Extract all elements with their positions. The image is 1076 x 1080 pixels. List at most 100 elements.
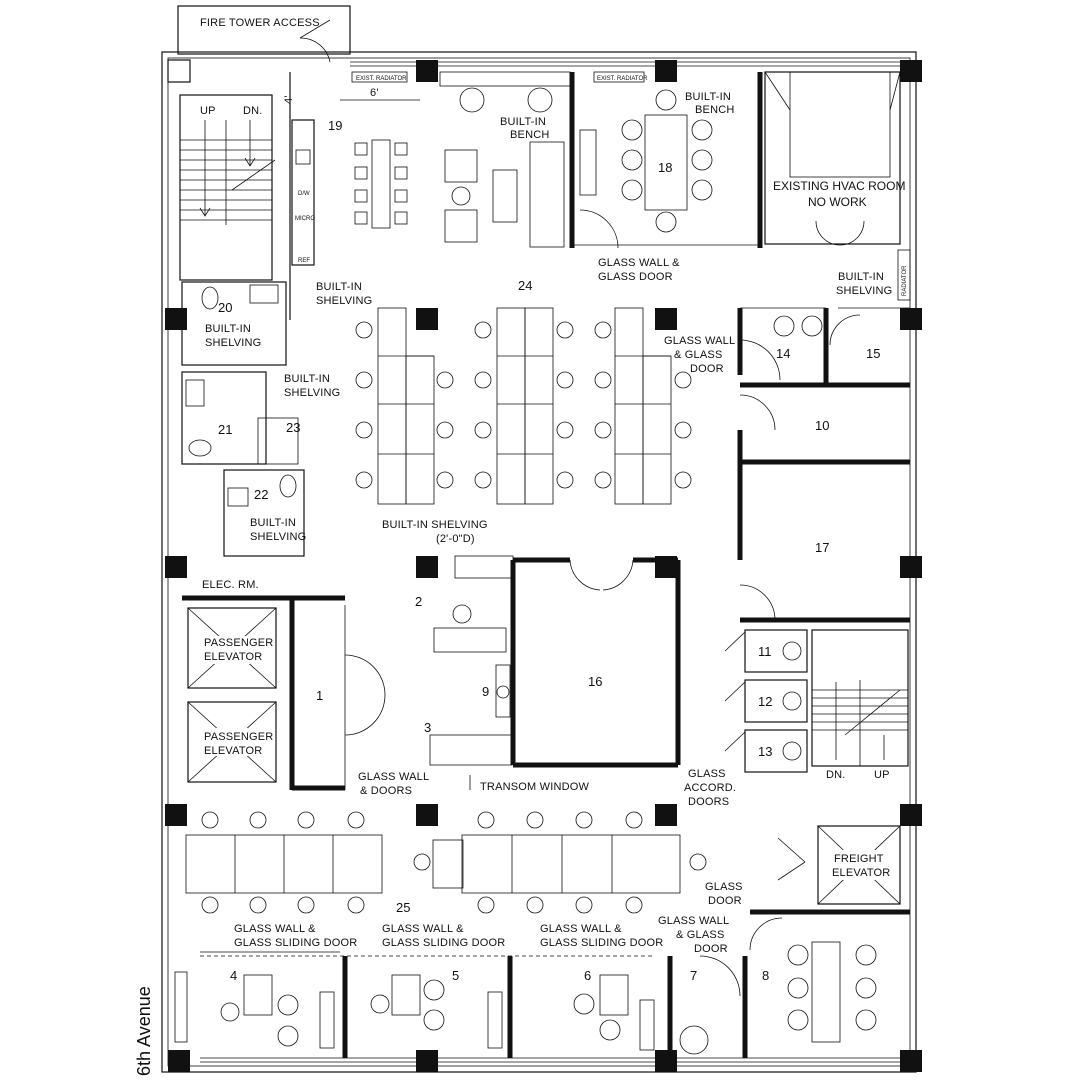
kitchen-area: D/W MICRO REF 4' 6' 19 BUILT-IN BENCH EX… (283, 71, 571, 320)
shelving-20-a: BUILT-IN (205, 323, 251, 335)
accord-label-c: DOORS (688, 796, 729, 808)
sliding-4-b: GLASS SLIDING DOOR (234, 937, 357, 949)
elec-room-label: ELEC. RM. (202, 579, 259, 591)
sliding-5-a: GLASS WALL & (382, 923, 464, 935)
center-block: 2 BUILT-IN SHELVING (2'-0"D) 9 16 3 TRAN… (382, 519, 681, 793)
glass-wall-1-a: GLASS WALL (358, 771, 429, 783)
glass-wall-7-c: DOOR (694, 943, 728, 955)
dishwasher-label: D/W (298, 191, 310, 197)
reception-1: 1 GLASS WALL & DOORS (289, 598, 429, 797)
shelving-right-a: BUILT-IN (838, 271, 884, 283)
fire-tower-label: FIRE TOWER ACCESS (200, 17, 320, 29)
shelving-21-b: SHELVING (284, 387, 340, 399)
room-14-label: 14 (776, 346, 790, 361)
street-label: 6th Avenue (134, 986, 154, 1076)
room-16-label: 16 (588, 674, 602, 689)
room-19-label: 19 (328, 118, 342, 133)
core-west: ELEC. RM. PASSENGER ELEVATOR PASSENGER E… (182, 579, 345, 783)
elevator-1-label-b: ELEVATOR (204, 651, 262, 663)
room-6-label: 6 (584, 968, 591, 983)
sliding-6-b: GLASS SLIDING DOOR (540, 937, 663, 949)
refrigerator-label: REF (298, 258, 310, 264)
freight-label-a: FREIGHT (834, 853, 884, 865)
room-13-label: 13 (758, 744, 772, 759)
shelving-22-a: BUILT-IN (250, 517, 296, 529)
bench-label-2a: BUILT-IN (685, 91, 731, 103)
workspace-25: 25 (185, 811, 707, 915)
elevator-1-label-a: PASSENGER (204, 637, 273, 649)
glass-wall-14-b: & GLASS (674, 349, 722, 361)
fire-tower: FIRE TOWER ACCESS (177, 5, 351, 63)
elevator-2-label-b: ELEVATOR (204, 745, 262, 757)
shelving-2-b: (2'-0"D) (436, 533, 475, 545)
glass-door-label-a: GLASS (705, 881, 743, 893)
hvac-label-1: EXISTING HVAC ROOM (773, 179, 905, 193)
glass-wall-7-b: & GLASS (676, 929, 724, 941)
sliding-4-a: GLASS WALL & (234, 923, 316, 935)
glass-wall-1-b: & DOORS (360, 785, 412, 797)
shelving-19-b: SHELVING (316, 295, 372, 307)
glass-wall-7-a: GLASS WALL (658, 915, 729, 927)
room-12-label: 12 (758, 694, 772, 709)
bench-label-1b: BENCH (510, 129, 550, 141)
room-11-label: 11 (758, 644, 772, 659)
freight-label-b: ELEVATOR (832, 867, 890, 879)
transom-label: TRANSOM WINDOW (480, 781, 590, 793)
room-4-label: 4 (230, 968, 237, 983)
bench-label-2b: BENCH (695, 104, 735, 116)
room-23-label: 23 (286, 420, 300, 435)
dimension-6: 6' (370, 87, 379, 99)
glass-wall-14-c: DOOR (690, 363, 724, 375)
room-20-label: 20 (218, 300, 232, 315)
room-22-label: 22 (254, 487, 268, 502)
stair-up-label: UP (200, 105, 216, 117)
shelving-21-a: BUILT-IN (284, 373, 330, 385)
restrooms: 20 BUILT-IN SHELVING 21 BUILT-IN SHELVIN… (181, 281, 340, 557)
shelving-19-a: BUILT-IN (316, 281, 362, 293)
room-9-label: 9 (482, 684, 489, 699)
stair-east-down: DN. (826, 769, 846, 781)
room-10-label: 10 (815, 418, 829, 433)
radiator-label-3: RADIATOR (902, 265, 908, 296)
phone-booths: 11 12 13 GLASS ACCORD. DOORS DN. UP (684, 629, 909, 808)
stair-east-up: UP (874, 769, 890, 781)
accord-label-b: ACCORD. (684, 782, 736, 794)
room-24-label: 24 (518, 278, 532, 293)
private-offices: 4 5 6 7 8 GLASS WALL & GLASS SLIDING DOO… (174, 909, 910, 1058)
shelving-20-b: SHELVING (205, 337, 261, 349)
room-25-label: 25 (396, 900, 410, 915)
room-21-label: 21 (218, 422, 232, 437)
east-offices: 14 15 10 17 GLASS WALL & GLASS DOOR (664, 307, 910, 623)
accord-label-a: GLASS (688, 768, 726, 780)
conference-room-18: 18 EXIST. RADIATOR BUILT-IN BENCH GLASS … (569, 71, 763, 283)
microwave-label: MICRO (295, 216, 315, 222)
glass-wall-18-b: GLASS DOOR (598, 271, 673, 283)
room-1-label: 1 (316, 688, 323, 703)
room-2-label: 2 (415, 594, 422, 609)
structural-columns (165, 59, 922, 1072)
glass-door-label-b: DOOR (708, 895, 742, 907)
room-17-label: 17 (815, 540, 829, 555)
glass-wall-14-a: GLASS WALL (664, 335, 735, 347)
sliding-6-a: GLASS WALL & (540, 923, 622, 935)
hvac-label-2: NO WORK (808, 195, 867, 209)
shelving-22-b: SHELVING (250, 531, 306, 543)
room-15-label: 15 (866, 346, 880, 361)
stair-west: UP DN. (179, 94, 276, 281)
room-5-label: 5 (452, 968, 459, 983)
radiator-label-2: EXIST. RADIATOR (597, 76, 648, 82)
room-18-label: 18 (658, 160, 672, 175)
shelving-right-b: SHELVING (836, 285, 892, 297)
glass-wall-18-a: GLASS WALL & (598, 257, 680, 269)
sliding-5-b: GLASS SLIDING DOOR (382, 937, 505, 949)
shelving-2-a: BUILT-IN SHELVING (382, 519, 488, 531)
hvac-room: EXISTING HVAC ROOM NO WORK RADIATOR BUIL… (764, 71, 911, 301)
room-8-label: 8 (762, 968, 769, 983)
bench-label-1a: BUILT-IN (500, 116, 546, 128)
room-3-label: 3 (424, 720, 431, 735)
room-7-label: 7 (690, 968, 697, 983)
freight-elevator: FREIGHT ELEVATOR GLASS DOOR (705, 825, 901, 907)
radiator-label-1: EXIST. RADIATOR (356, 76, 407, 82)
